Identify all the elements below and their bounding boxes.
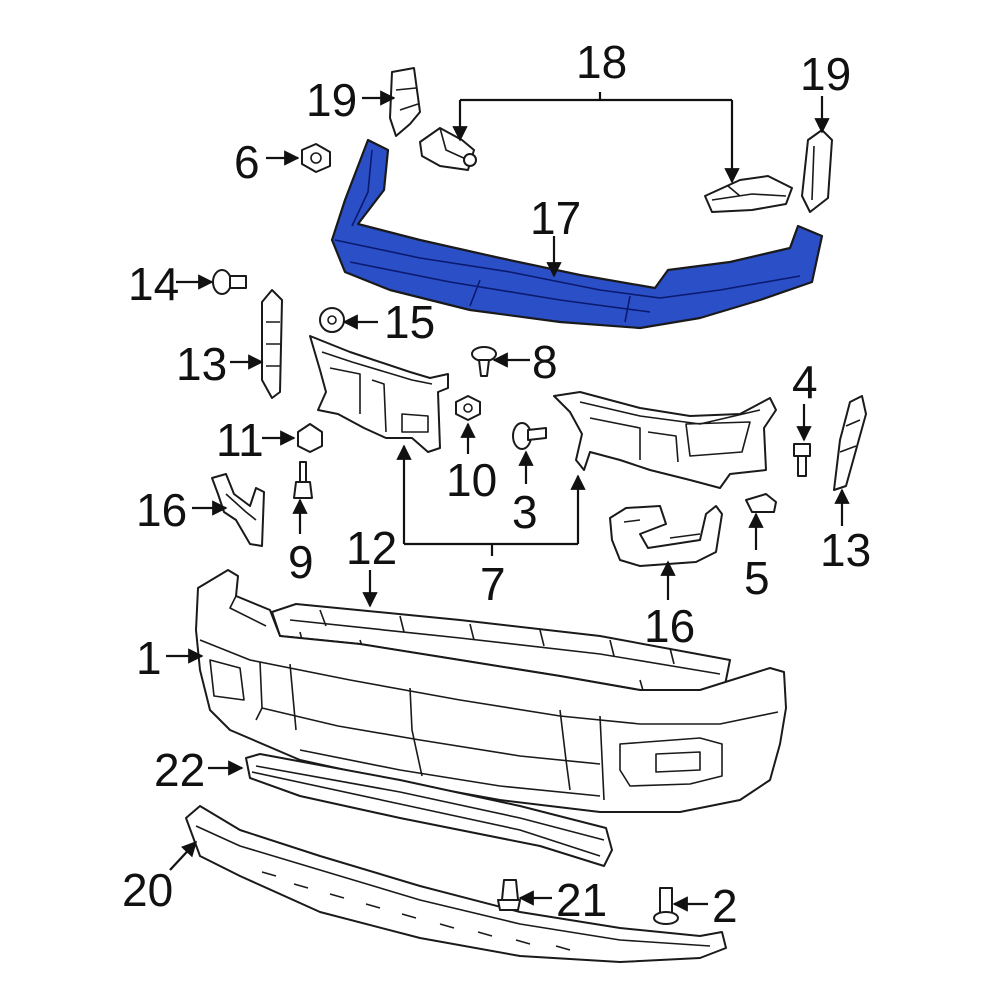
part-17-upper-valance[interactable] [330,138,824,330]
part-20-lower-valance[interactable] [185,805,727,963]
part-3-push-pin[interactable] [512,422,547,450]
callout-20: 20 [122,864,173,916]
callout-3: 3 [512,486,538,538]
part-21-push-pin[interactable] [497,879,521,911]
callout-4: 4 [792,356,818,408]
part-13-bracket-left[interactable] [261,289,283,399]
part-16-bracket-left[interactable] [211,473,265,547]
part-8-push-pin[interactable] [471,346,497,377]
callout-9: 9 [288,536,314,588]
callout-18: 18 [576,36,627,88]
part-19-bracket-left[interactable] [389,67,421,137]
part-11-nut[interactable] [297,423,323,453]
leader-lines [166,90,850,912]
callout-21: 21 [556,874,607,926]
callout-7: 7 [480,558,506,610]
callout-19-right: 19 [800,48,851,100]
callout-13-right: 13 [820,524,871,576]
part-22-grille-insert[interactable] [245,753,613,867]
callout-15: 15 [384,296,435,348]
part-13-bracket-right[interactable] [833,395,867,491]
part-15-clip[interactable] [319,307,345,333]
callout-14: 14 [128,258,179,310]
callout-6: 6 [234,136,260,188]
part-7-bracket-left[interactable] [309,335,449,453]
part-5-clip[interactable] [745,493,777,513]
callout-16-right: 16 [644,600,695,652]
callout-17: 17 [530,192,581,244]
callout-5: 5 [744,552,770,604]
callout-22: 22 [154,744,205,796]
part-1-bumper[interactable] [195,569,787,813]
part-4-bolt[interactable] [793,443,811,477]
callout-13-left: 13 [176,338,227,390]
part-2-screw[interactable] [653,887,679,925]
part-7-bracket-right[interactable] [553,391,777,489]
callout-12: 12 [346,522,397,574]
callout-labels: 18 19 19 6 17 14 15 13 8 4 11 10 3 16 12… [122,36,871,932]
part-18-bracket-right[interactable] [704,175,793,213]
part-14-push-pin[interactable] [212,269,247,295]
callout-19-left: 19 [306,74,357,126]
part-19-bracket-right[interactable] [801,129,833,213]
highlighted-valance-shape [330,138,824,330]
callout-8: 8 [532,336,558,388]
part-18-bracket-left[interactable] [419,127,477,171]
callout-16-left: 16 [136,484,187,536]
callout-10: 10 [446,454,497,506]
part-9-bolt[interactable] [293,461,313,499]
part-16-bracket-right[interactable] [609,505,723,567]
part-10-nut[interactable] [455,395,481,421]
callout-1: 1 [136,632,162,684]
part-6-nut[interactable] [301,143,331,173]
callout-11: 11 [216,414,264,466]
callout-2: 2 [712,880,738,932]
